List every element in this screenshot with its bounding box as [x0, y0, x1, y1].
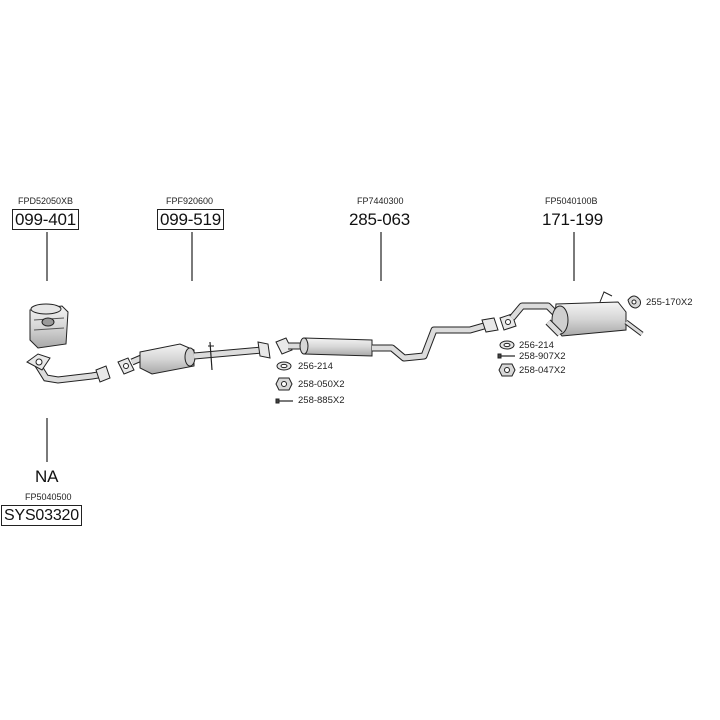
middle-silencer-part[interactable]	[275, 317, 499, 362]
accessory-c1[interactable]: 255-170X2	[646, 297, 693, 308]
leader-lines	[46, 232, 575, 462]
part-ref-cat: FPD52050XB	[18, 196, 74, 206]
rear-silencer-part[interactable]	[499, 291, 644, 337]
catalytic-converter-part[interactable]	[29, 303, 69, 349]
part-num-rear[interactable]: 171-199	[542, 210, 603, 229]
accessory-a1[interactable]: 256-214	[298, 361, 333, 372]
part-ref-mid: FP7440300	[357, 196, 404, 206]
kit-code[interactable]: SYS03320	[1, 505, 82, 526]
part-num-front[interactable]: 099-519	[157, 209, 224, 230]
kit-ref: FP5040500	[25, 492, 72, 502]
part-num-cat[interactable]: 099-401	[12, 209, 79, 230]
kit-num[interactable]: NA	[35, 467, 59, 486]
part-ref-rear: FP5040100B	[545, 196, 598, 206]
accessory-a2[interactable]: 258-050X2	[298, 379, 345, 390]
down-pipe-part[interactable]	[26, 353, 111, 384]
accessory-b1[interactable]: 256-214	[519, 340, 554, 351]
accessory-b2[interactable]: 258-907X2	[519, 351, 566, 362]
accessory-icons-left	[275, 361, 293, 404]
accessory-b3[interactable]: 258-047X2	[519, 365, 566, 376]
part-ref-front: FPF920600	[166, 196, 214, 206]
accessory-icons-right	[497, 295, 641, 377]
accessory-a3[interactable]: 258-885X2	[298, 395, 345, 406]
part-num-mid[interactable]: 285-063	[349, 210, 410, 229]
front-pipe-part[interactable]	[117, 341, 271, 375]
